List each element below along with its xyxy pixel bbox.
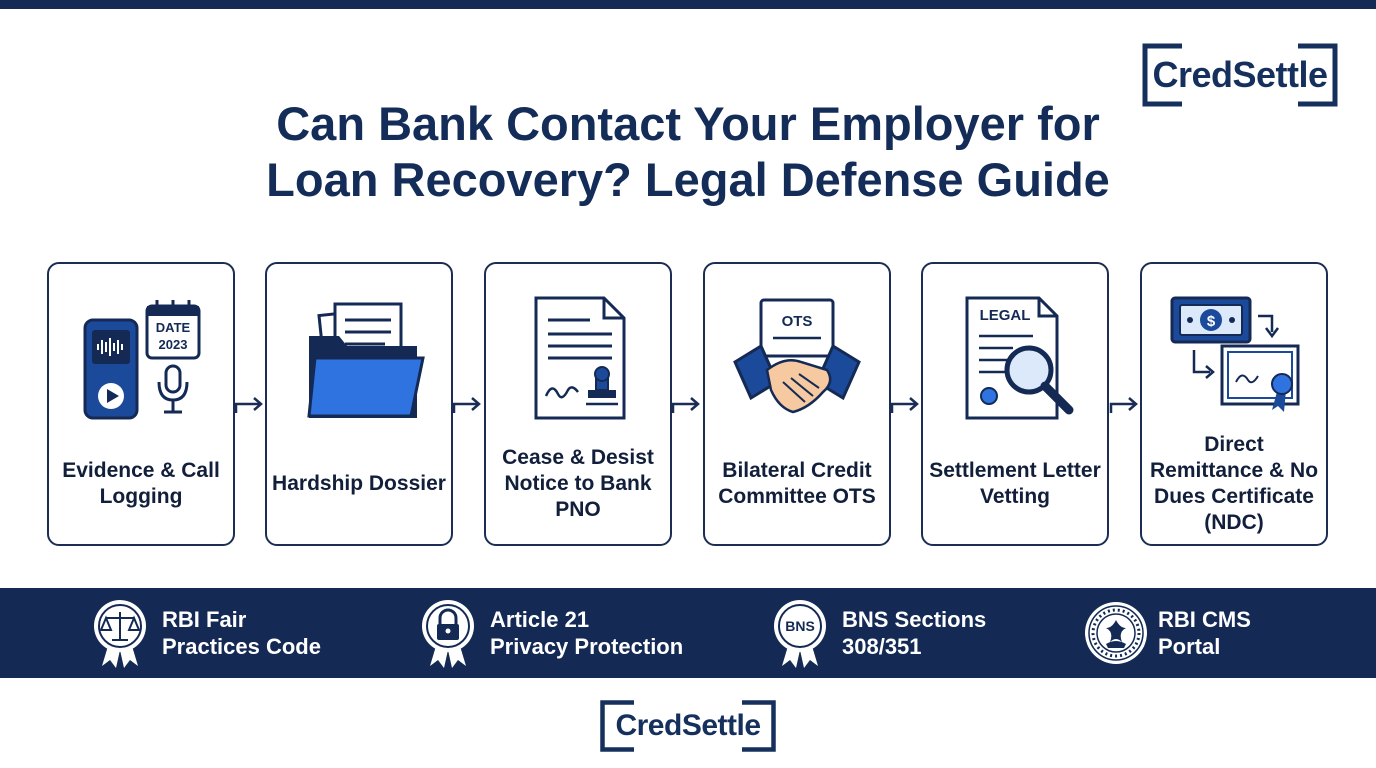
flow-arrow-icon xyxy=(671,397,700,413)
logo-frame-icon xyxy=(1142,43,1338,107)
page-title: Can Bank Contact Your Employer for Loan … xyxy=(200,96,1176,208)
top-accent-bar xyxy=(0,0,1376,9)
money-certificate-icon: $ xyxy=(1170,296,1300,412)
step-card-cease-desist: Cease & Desist Notice to Bank PNO xyxy=(484,262,672,546)
badge-line-2: Practices Code xyxy=(162,634,321,659)
step-card-ndc: $ Direct Remittance & No Dues Certificat… xyxy=(1140,262,1328,546)
step-label-settlement-letter: Settlement Letter Vetting xyxy=(929,459,1101,508)
badge-line-2: Portal xyxy=(1158,634,1221,659)
badge-rbi-cms: RBI CMS Portal xyxy=(1084,598,1251,668)
calendar-year-label: 2023 xyxy=(159,337,188,352)
badge-line-1: RBI CMS xyxy=(1158,607,1251,632)
badge-line-1: Article 21 xyxy=(490,607,590,632)
logo-text: CredSettle xyxy=(615,709,761,742)
title-line-2: Loan Recovery? Legal Defense Guide xyxy=(266,153,1110,206)
step-label-cease-desist: Cease & Desist Notice to Bank PNO xyxy=(502,446,654,521)
badge-article-21: Article 21 Privacy Protection xyxy=(416,598,683,668)
legal-document-magnifier-icon: LEGAL xyxy=(965,296,1074,420)
badge-line-1: BNS Sections xyxy=(842,607,987,632)
credsettle-logo-bottom[interactable]: CredSettle xyxy=(600,700,776,752)
calendar-date-label: DATE xyxy=(156,320,191,335)
step-card-evidence: DATE 2023 Evidence & Call Logging xyxy=(47,262,235,546)
rbi-emblem-icon xyxy=(1085,602,1147,664)
badge-bns-sections: BNS BNS Sections 308/351 xyxy=(768,598,986,668)
credsettle-logo-top[interactable]: CredSettle xyxy=(1142,43,1338,107)
step-card-hardship: Hardship Dossier xyxy=(265,262,453,546)
step-label-hardship: Hardship Dossier xyxy=(272,472,446,495)
step-label-ots: Bilateral Credit Committee OTS xyxy=(718,459,876,508)
padlock-seal-icon xyxy=(422,600,474,668)
step-card-ots: OTS Bilateral Credit Committee OTS xyxy=(703,262,891,546)
svg-text:$: $ xyxy=(1207,313,1216,330)
step-label-ndc: Direct Remittance & No Dues Certificate … xyxy=(1149,433,1319,534)
scales-seal-icon xyxy=(94,600,146,668)
flow-arrow-icon xyxy=(452,397,481,413)
signed-stamped-notice-icon xyxy=(534,296,626,420)
legal-doc-label: LEGAL xyxy=(980,307,1031,324)
badge-line-2: 308/351 xyxy=(842,634,922,659)
folder-documents-icon xyxy=(307,302,425,418)
step-card-settlement-letter: LEGAL Settlement Letter Vetting xyxy=(921,262,1109,546)
handshake-icon: OTS xyxy=(733,298,861,414)
bns-seal-text: BNS xyxy=(785,618,815,634)
flow-arrow-icon xyxy=(234,397,263,413)
step-label-evidence: Evidence & Call Logging xyxy=(62,459,220,508)
logo-text: CredSettle xyxy=(1152,54,1328,95)
flow-arrow-icon xyxy=(890,397,919,413)
badge-line-1: RBI Fair xyxy=(162,607,247,632)
flow-arrow-icon xyxy=(1109,397,1138,413)
badge-line-2: Privacy Protection xyxy=(490,634,684,659)
ots-paper-label: OTS xyxy=(782,313,813,330)
bns-seal-icon: BNS xyxy=(774,600,826,668)
logo-frame-icon xyxy=(600,700,776,752)
badge-rbi-fair-practices: RBI Fair Practices Code xyxy=(88,598,321,668)
recorder-calendar-microphone-icon: DATE 2023 xyxy=(83,300,201,420)
title-line-1: Can Bank Contact Your Employer for xyxy=(276,97,1100,150)
